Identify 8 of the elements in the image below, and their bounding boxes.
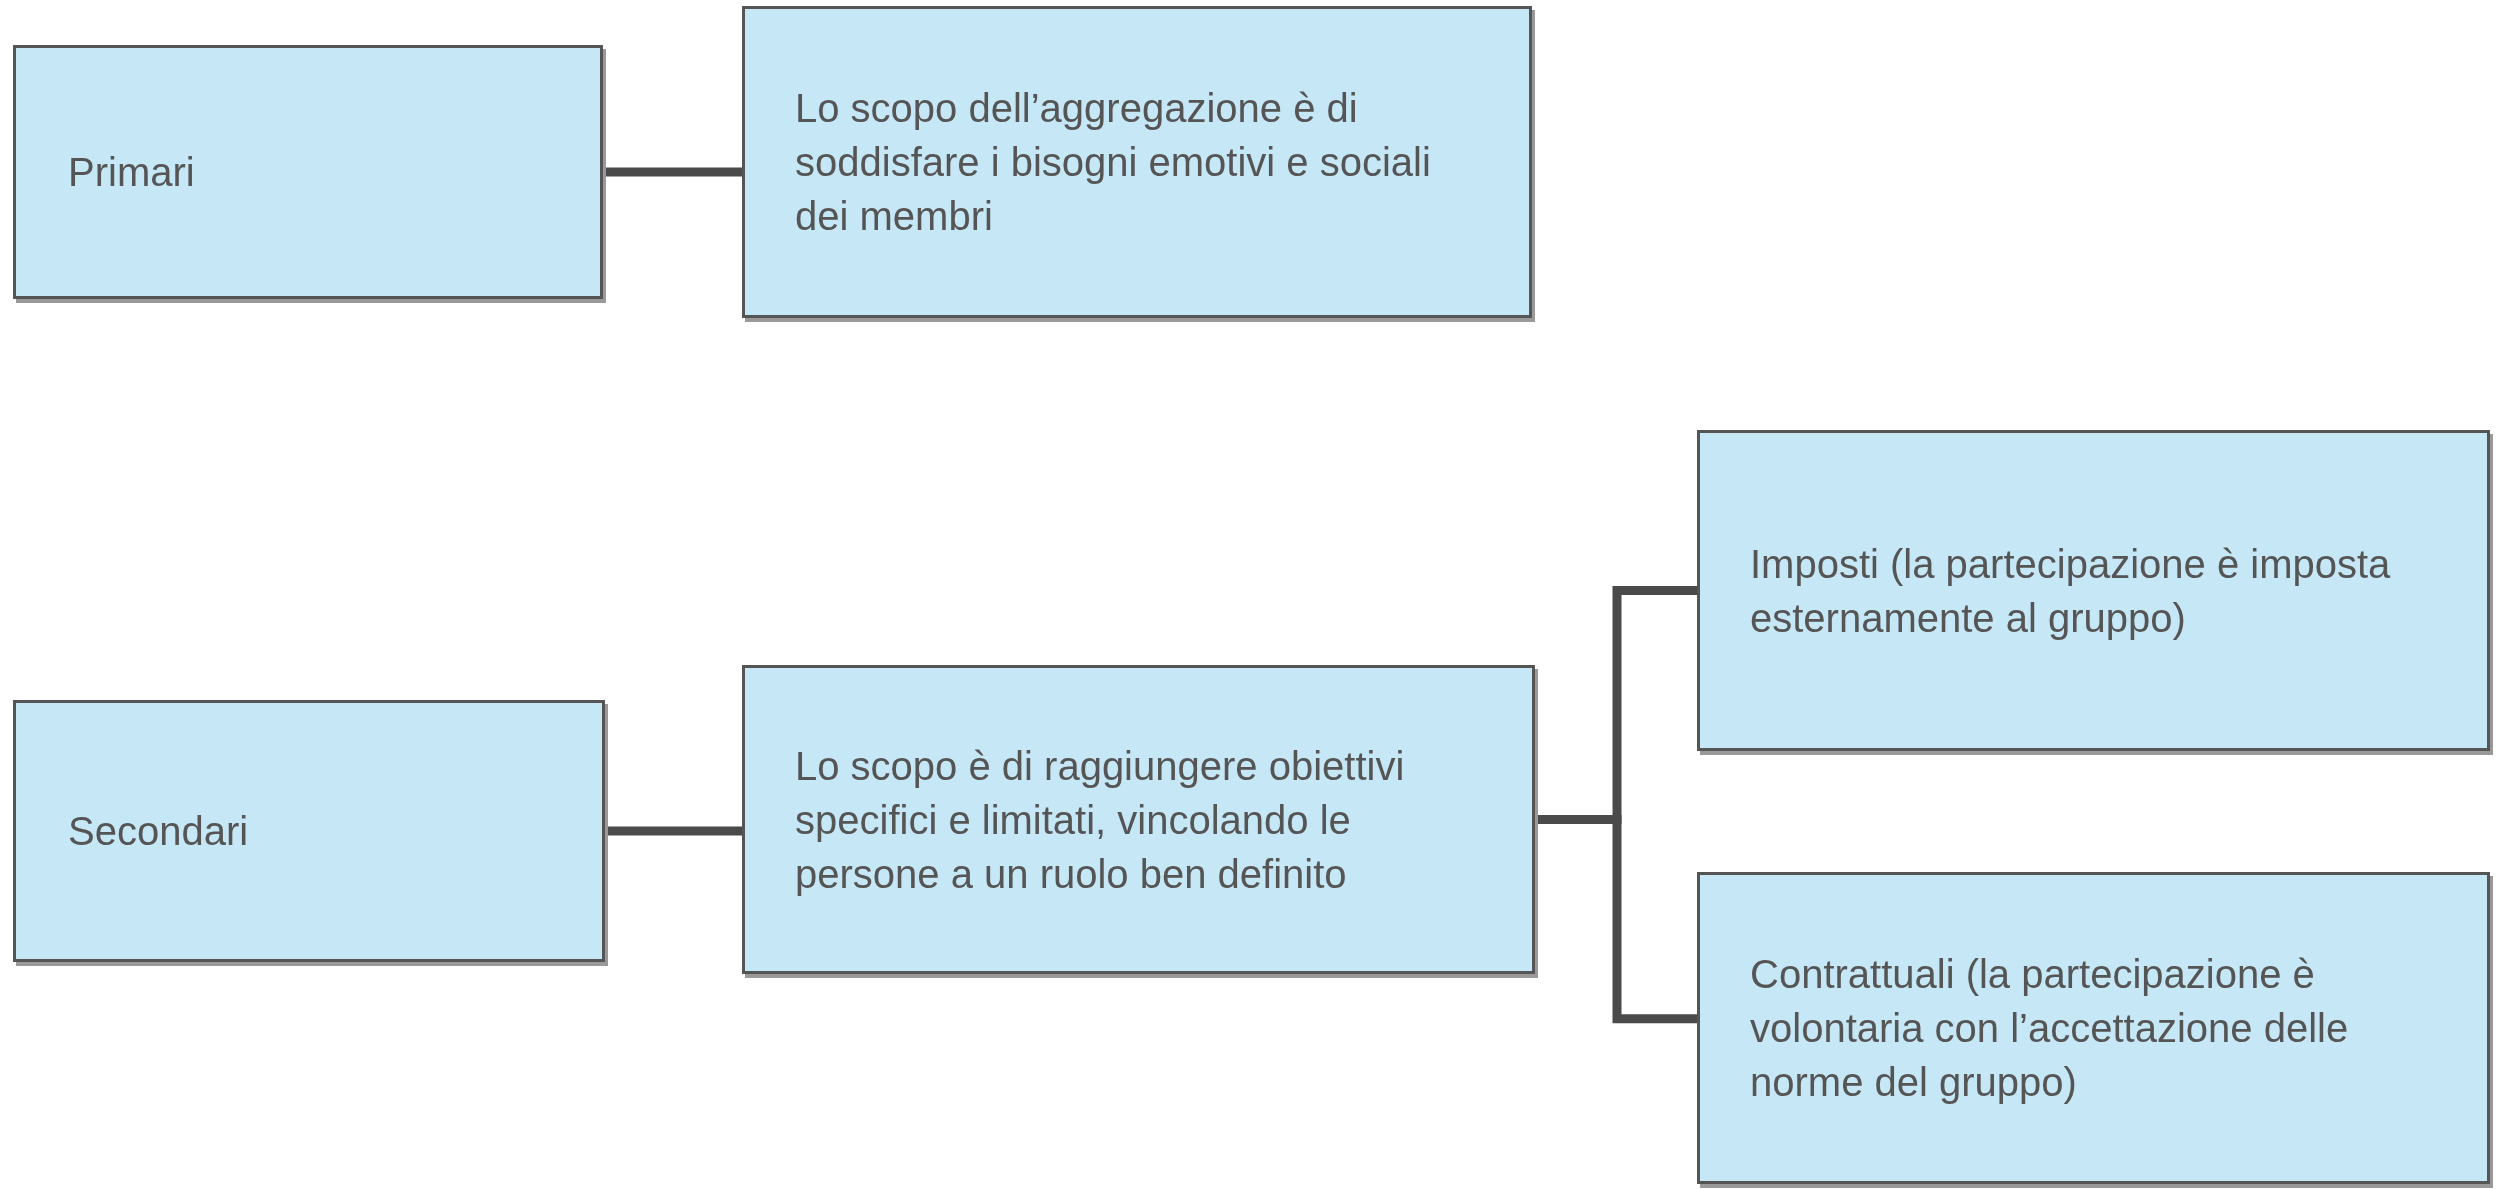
connector-line: [605, 826, 742, 836]
box-text: Lo scopo è di raggiungere obiettivi specifici e limitati, vincolando le persone a un ruolo ben definito: [795, 742, 1406, 898]
box-text: Contrattuali (la partecipazione è volontaria con l’accettazione delle norme del gruppo): [1750, 951, 2350, 1106]
connector-line: [603, 167, 742, 177]
box-text: Secondari: [68, 808, 250, 855]
box-text: Lo scopo dell’aggregazione è di soddisfare i bisogni emotivi e sociali dei membri: [795, 85, 1432, 240]
box-text: Primari: [68, 149, 196, 196]
box-text: Imposti (la partecipazione è imposta esternamente al gruppo): [1750, 540, 2392, 642]
